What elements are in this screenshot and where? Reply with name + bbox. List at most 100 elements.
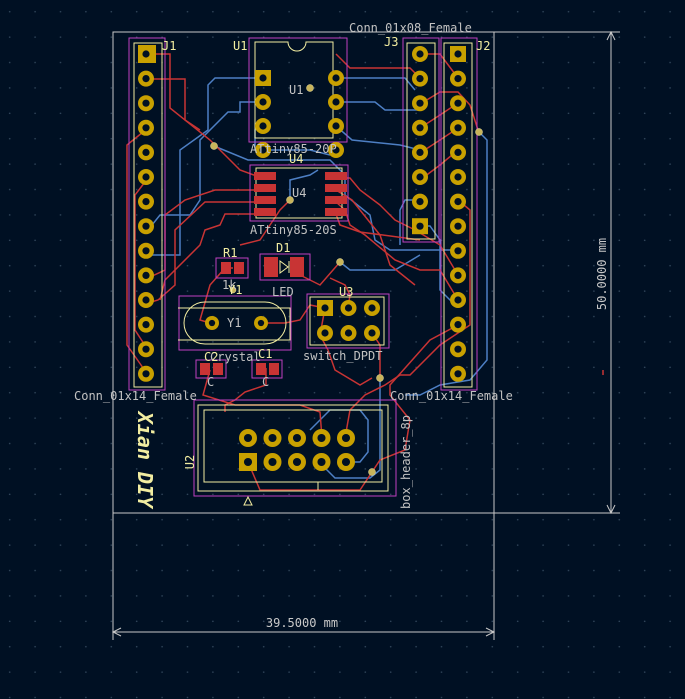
y1-pad [205,316,219,330]
smd-pads [200,172,347,375]
j2-pad [450,119,466,136]
u2-pad [288,429,306,447]
dimension-width-label: 39.5000 mm [266,616,338,630]
u3-pad [364,325,380,341]
j2-pad [450,169,466,185]
j1-value: Conn_01x14_Female [74,389,197,403]
j1-pad [138,242,154,259]
d1-ref: D1 [276,241,290,255]
d1-diode-symbol [279,260,290,274]
j3-ref: J3 [384,35,398,49]
r1-value: 1k [222,278,237,292]
pad-layer [138,46,466,471]
j1-pad [138,365,154,382]
j1-pad [138,95,154,112]
j3-pad [412,119,428,136]
u2-pad [239,453,257,471]
u3-ref: U3 [339,285,353,299]
j1-pad [138,267,154,284]
j1-pad [138,316,154,333]
d1-pads [264,257,304,277]
u2-pad [312,453,331,471]
j2-value: Conn_01x14_Female [390,389,513,403]
u1-pad [255,118,271,134]
u2-pad [337,453,355,471]
u4-pads-right [325,172,347,216]
u2-pad [263,429,282,447]
j2-pad [450,193,466,210]
j2-pad [450,218,466,235]
u3-pad [317,325,333,341]
u3-pad [364,300,380,316]
u1-ref: U1 [233,39,247,53]
u1-pad [328,142,344,158]
dimension-height-label: 50.0000 mm [595,238,609,310]
u4-fab-ref: U4 [292,186,306,200]
u2-ref: U2 [183,455,197,469]
j1-pad [138,193,154,210]
u3-pad [340,300,357,316]
y1-pad [254,316,268,330]
u1-fab-ref: U1 [289,83,303,97]
j1-pad [138,218,154,235]
j3-value: Conn_01x08_Female [349,21,472,35]
j2-pad [450,46,466,62]
r1-ref: R1 [223,246,237,260]
j2-pad [450,70,466,87]
c2-ref: C2 [204,350,218,364]
j2-pad [450,365,466,382]
j3-pad [412,218,428,235]
c2-value: C [207,375,214,389]
u3-pad [317,300,333,316]
u1-pad [328,118,344,134]
branding-text: Xian DIY [133,410,157,510]
j3-pad [412,169,428,185]
j2-pad [450,95,466,112]
j3-pad [412,95,428,112]
u4-ref: U4 [289,152,303,166]
c1-ref: C1 [258,347,272,361]
c1-pads [256,363,279,375]
u1-pad [255,94,271,110]
u4-pads-left [254,172,276,216]
vias [210,84,483,476]
j3-pad [412,144,428,161]
u4-value: ATtiny85-20S [250,223,337,237]
dimension-lines [111,30,620,640]
j2-pad [450,292,466,308]
u1-pad [328,70,344,86]
j2-pad [450,242,466,259]
u2-pad [288,453,306,471]
y1-ref: Y1 [228,283,242,297]
u2-pad [312,429,331,447]
j1-pad [138,70,154,87]
j2-ref: J2 [476,39,490,53]
u1-value: ATtiny85-20P [250,142,337,156]
j1-pad [138,46,154,62]
j1-pad [138,341,154,358]
j1-ref: J1 [162,39,176,53]
y1-value: Crystal [210,350,261,364]
j2-pad [450,341,466,358]
u2-value: box_header_8p [399,415,413,509]
j2-pad [450,144,466,161]
c1-value: C [262,375,269,389]
j1-pad [138,292,154,308]
y1-fab-ref: Y1 [227,316,241,330]
silkscreen-outlines [133,41,473,506]
u1-pad [255,142,271,158]
u1-pad [255,70,271,86]
u3-value: switch_DPDT [303,349,382,363]
j3-pad [412,70,428,87]
u2-pad [337,429,355,447]
labels: 50.0000 mm 39.5000 mm J1 Conn_01x14_Fema… [74,21,609,630]
u2-pad [263,453,282,471]
c2-pads [200,363,223,375]
r1-pads [221,262,244,274]
board-outline [112,31,495,514]
j1-pad [138,119,154,136]
j1-pad [138,169,154,185]
j1-pad [138,144,154,161]
